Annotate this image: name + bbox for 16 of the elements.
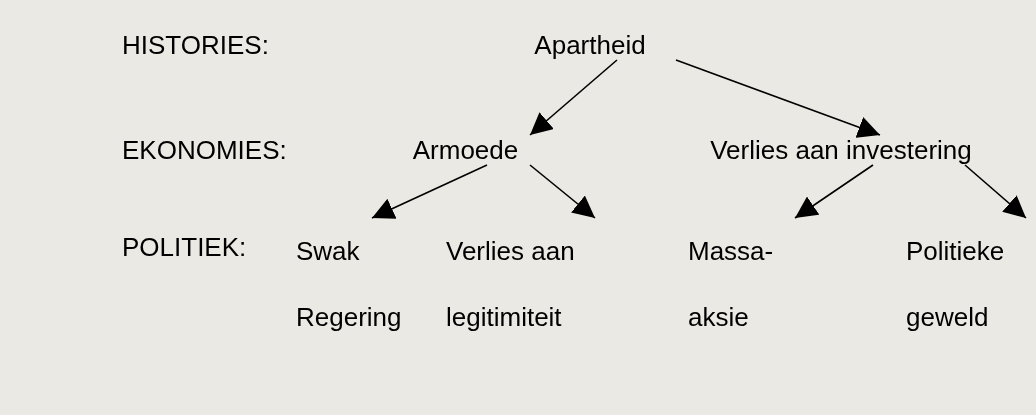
arrow: [371, 164, 488, 219]
arrow: [964, 164, 1027, 219]
arrow: [675, 59, 881, 138]
node-text: Swak Regering: [296, 235, 403, 334]
arrow: [529, 59, 618, 136]
node-text: Verlies aan legitimiteit: [446, 235, 576, 334]
node-text: Apartheid: [533, 30, 647, 60]
arrow: [794, 164, 874, 219]
node-text: Politieke geweld: [906, 235, 1006, 334]
level-label: POLITIEK:: [122, 232, 247, 262]
node-text: Verlies aan investering: [709, 135, 973, 165]
node-text: Armoede: [411, 135, 520, 165]
arrow: [529, 164, 596, 219]
node-text: Massa- aksie: [688, 235, 775, 334]
level-label: HISTORIES:: [122, 30, 269, 60]
level-label: EKONOMIES:: [122, 135, 287, 165]
